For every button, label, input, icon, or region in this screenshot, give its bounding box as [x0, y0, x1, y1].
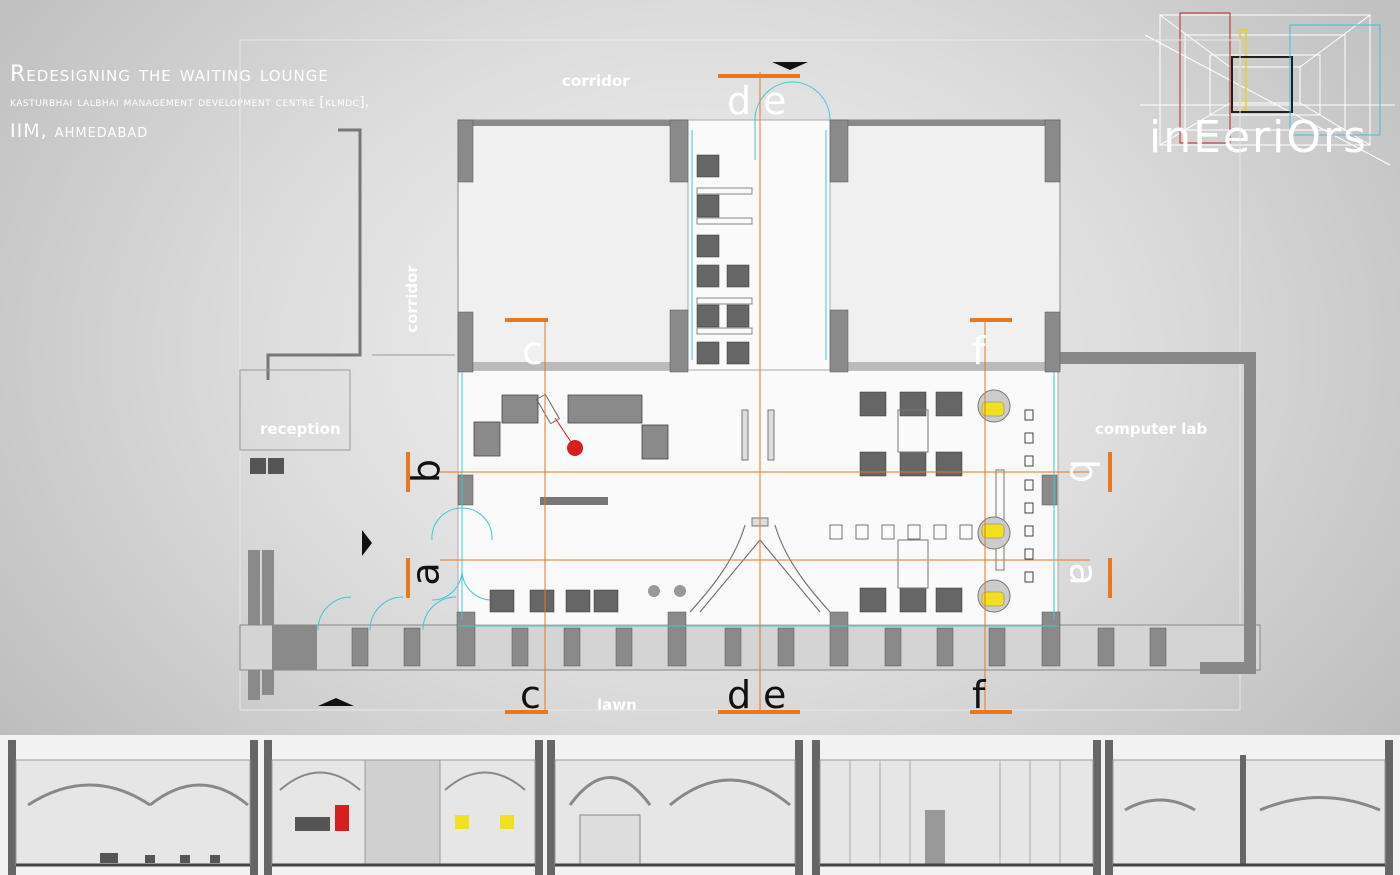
floor-plan — [239, 39, 1261, 714]
label-reception: reception — [260, 420, 341, 438]
section-marker-f-bottom: f — [972, 673, 986, 717]
section-marker-e-bottom: e — [763, 673, 787, 717]
section-marker-e-top: e — [763, 79, 787, 123]
section-b-elevation — [264, 740, 543, 875]
label-computer-lab: computer lab — [1095, 420, 1208, 438]
interiors-logo-graphic — [1140, 12, 1395, 166]
page-subtitle-location: IIM, ahmedabad — [10, 120, 149, 142]
section-marker-d-bottom: d — [727, 673, 752, 717]
section-marker-b-left: b — [404, 458, 449, 484]
section-a-elevation — [8, 740, 258, 875]
title-block: Redesigning the waiting lounge kasturbha… — [10, 62, 370, 142]
section-marker-f-top: f — [972, 329, 986, 373]
label-corridor-top: corridor — [562, 72, 630, 90]
logo-text: inEeriOrs — [1149, 112, 1368, 163]
section-marker-d-top: d — [727, 79, 752, 123]
section-marker-a-left: a — [403, 562, 448, 586]
section-marker-c-top: c — [522, 329, 543, 373]
page-title: Redesigning the waiting lounge — [10, 62, 329, 87]
page-subtitle: kasturbhai lalbhai management developmen… — [10, 95, 370, 110]
section-d-elevation — [812, 740, 1101, 875]
section-marker-c-bottom: c — [520, 673, 541, 717]
section-c-elevation — [547, 740, 803, 875]
section-elevations — [0, 735, 1400, 875]
section-marker-b-right: b — [1062, 458, 1107, 484]
section-marker-a-right: a — [1061, 562, 1106, 586]
section-e-elevation — [1105, 740, 1393, 875]
